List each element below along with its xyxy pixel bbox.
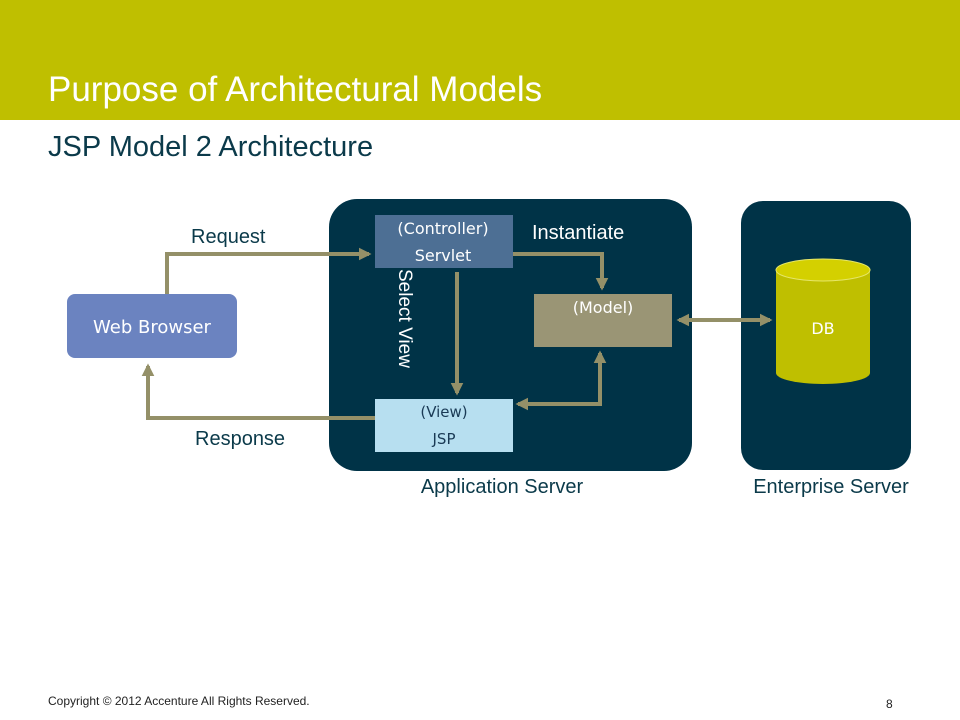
db-cylinder bbox=[775, 258, 871, 384]
copyright-text: Copyright © 2012 Accenture All Rights Re… bbox=[48, 694, 310, 708]
model-view-arrow bbox=[515, 350, 607, 411]
enterprise-server-label: Enterprise Server bbox=[753, 476, 909, 498]
request-label: Request bbox=[191, 226, 266, 248]
request-arrow bbox=[165, 247, 372, 294]
instantiate-label: Instantiate bbox=[532, 222, 624, 244]
response-arrow bbox=[141, 363, 375, 420]
view-label-line1: (View) bbox=[420, 403, 467, 421]
model-box bbox=[534, 294, 672, 347]
controller-box bbox=[375, 215, 513, 268]
select-view-label: Select View bbox=[394, 269, 415, 368]
page-number: 8 bbox=[886, 697, 893, 711]
web-browser-label: Web Browser bbox=[93, 317, 212, 338]
application-server-label: Application Server bbox=[421, 476, 584, 498]
controller-label-line2: Servlet bbox=[415, 246, 472, 265]
view-box bbox=[375, 399, 513, 452]
controller-label-line1: (Controller) bbox=[397, 219, 488, 238]
slide-title: Purpose of Architectural Models bbox=[48, 70, 543, 109]
response-label: Response bbox=[195, 428, 285, 450]
slide-subtitle: JSP Model 2 Architecture bbox=[48, 131, 374, 163]
web-browser-box bbox=[67, 294, 237, 358]
instantiate-arrow bbox=[513, 252, 609, 291]
header-band bbox=[0, 0, 960, 120]
db-label: DB bbox=[811, 319, 834, 338]
view-label-line2: JSP bbox=[432, 430, 456, 448]
model-label: (Model) bbox=[573, 298, 634, 317]
